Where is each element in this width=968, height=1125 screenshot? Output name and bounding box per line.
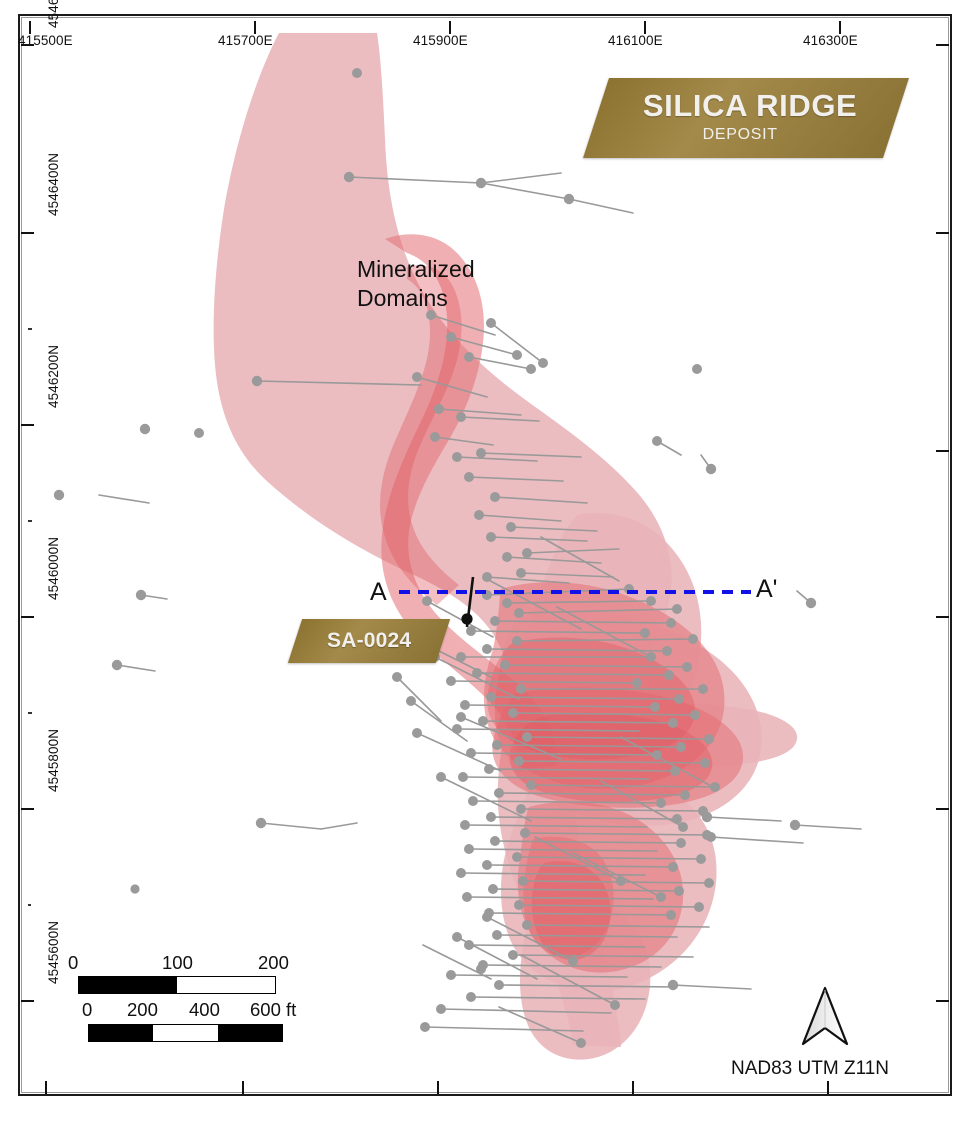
scale-metric-tick-1: 100 <box>162 952 193 973</box>
x-axis-label-4: 416300E <box>803 33 858 48</box>
highlighted-drillhole-sa-0024[interactable] <box>461 576 475 628</box>
mineralized-domains-line2: Domains <box>357 285 448 312</box>
cross-section-line-aa[interactable] <box>399 590 751 594</box>
y-axis-label-4: 4545800N <box>46 728 61 792</box>
x-axis-label-2: 415900E <box>413 33 468 48</box>
drillhole-traces <box>98 172 862 1044</box>
map-canvas <box>53 33 862 1060</box>
scale-bar-metric-labels: 0 100 200 m <box>68 952 297 995</box>
y-axis-label-5: 4545600N <box>46 920 61 984</box>
scale-bar-metric <box>78 976 276 994</box>
x-axis-label-1: 415700E <box>218 33 273 48</box>
y-axis-label-1: 4546400N <box>46 152 61 216</box>
scale-metric-tick-0: 0 <box>68 952 79 973</box>
deposit-title: SILICA RIDGE <box>642 88 857 124</box>
y-axis-label-2: 4546200N <box>46 344 61 408</box>
mineralized-domains-line1: Mineralized <box>357 256 475 282</box>
drillhole-collars <box>53 68 817 1048</box>
section-label-a: A <box>370 578 387 606</box>
x-axis-label-0: 415500E <box>18 33 73 48</box>
scale-bar-imperial <box>88 1024 283 1042</box>
y-axis-label-3: 4546000N <box>46 536 61 600</box>
drillhole-label-banner[interactable]: SA-0024 <box>287 619 451 663</box>
deposit-subtitle: DEPOSIT <box>703 125 779 143</box>
drillhole-label: SA-0024 <box>326 629 412 652</box>
scale-imperial-tick-3: 600 ft <box>250 999 297 1020</box>
north-arrow-icon <box>801 986 849 1046</box>
scale-bar-imperial-labels: 0 200 400 600 ft <box>72 999 297 1021</box>
scale-imperial-tick-2: 400 <box>189 999 220 1020</box>
mineralized-domains-annotation: Mineralized Domains <box>357 255 475 314</box>
scale-imperial-tick-0: 0 <box>82 999 93 1020</box>
x-axis-label-3: 416100E <box>608 33 663 48</box>
scale-imperial-tick-1: 200 <box>127 999 158 1020</box>
deposit-title-banner: SILICA RIDGE DEPOSIT <box>583 78 909 158</box>
projection-label: NAD83 UTM Z11N <box>731 1058 890 1079</box>
scale-bar: 0 100 200 m 0 200 400 600 ft <box>68 952 297 1042</box>
y-axis-label-0: 4546600N <box>46 0 61 28</box>
section-label-a-prime: A' <box>756 575 778 603</box>
